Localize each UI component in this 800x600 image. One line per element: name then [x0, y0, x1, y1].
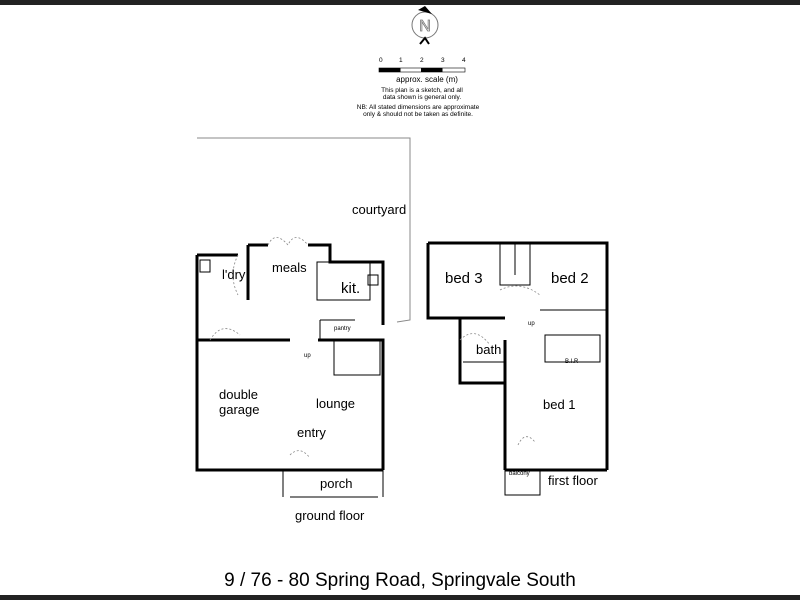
note-line: only & should not be taken as definite.: [363, 111, 473, 118]
room-label-garage: double: [219, 387, 258, 402]
scale-tick: 3: [441, 57, 445, 64]
scale-tick: 1: [399, 57, 403, 64]
room-label-kitchen: kit.: [341, 280, 360, 297]
room-label-porch: porch: [320, 476, 353, 491]
room-label-bath: bath: [476, 342, 501, 357]
stairs-up-label: up: [528, 321, 535, 327]
scale-label: approx. scale (m): [396, 75, 458, 84]
room-label-lounge: lounge: [316, 396, 355, 411]
ground-floor-title: ground floor: [295, 508, 365, 523]
room-label-bed1: bed 1: [543, 397, 576, 412]
stairs-up-label: up: [304, 353, 311, 359]
scale-tick: 4: [462, 57, 466, 64]
top-border: [0, 0, 800, 5]
note-line: NB: All stated dimensions are approximat…: [357, 104, 480, 111]
property-address: 9 / 76 - 80 Spring Road, Springvale Sout…: [224, 570, 576, 591]
room-label-bed2: bed 2: [551, 270, 589, 287]
scale-tick: 0: [379, 57, 383, 64]
room-label-pantry: pantry: [334, 326, 351, 332]
north-compass-icon: N: [411, 6, 439, 45]
room-label-balcony: balcony: [509, 471, 530, 477]
room-label-laundry: l'dry: [222, 267, 246, 282]
room-label-garage: garage: [219, 402, 259, 417]
scale-tick: 2: [420, 57, 424, 64]
first-floor-title: first floor: [548, 473, 599, 488]
room-label-bir: B.I.R: [565, 359, 579, 365]
ground-floor-plan: courtyard meals kit. l'dry pantry up dou…: [195, 137, 411, 523]
note-line: This plan is a sketch, and all: [381, 87, 463, 94]
note-line: data shown is general only.: [383, 94, 461, 101]
bottom-border: [0, 595, 800, 600]
first-floor-plan: bed 3 bed 2 bath up B.I.R bed 1 balcony …: [426, 241, 609, 496]
room-label-meals: meals: [272, 260, 307, 275]
scale-bar: 0 1 2 3 4 approx. scale (m): [378, 57, 466, 84]
room-label-entry: entry: [297, 425, 326, 440]
room-label-bed3: bed 3: [445, 270, 483, 287]
room-label-courtyard: courtyard: [352, 202, 406, 217]
compass-letter: N: [419, 18, 431, 35]
